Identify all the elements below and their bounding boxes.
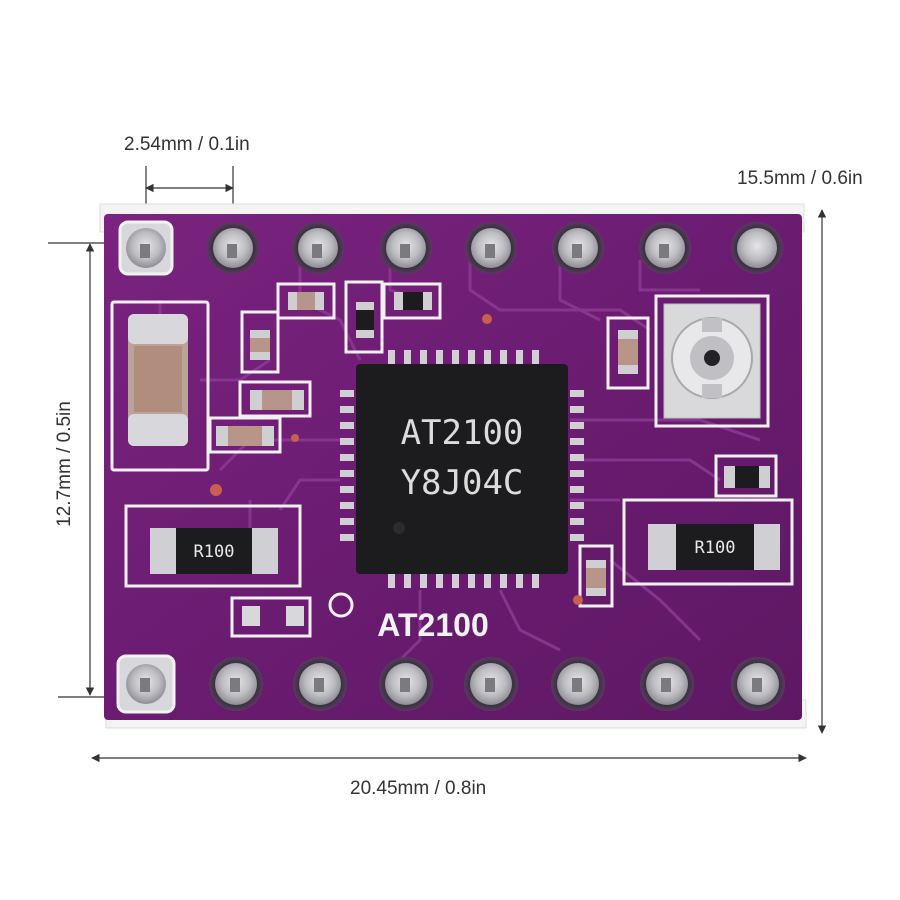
- ic-body: [356, 364, 568, 574]
- sense-resistor-right: R100: [648, 524, 780, 570]
- ic-marking-line1: AT2100: [401, 413, 524, 453]
- dimension-lines: [48, 166, 827, 763]
- sense-resistor-left: R100: [150, 528, 278, 574]
- electrolytic-capacitor: [128, 314, 188, 446]
- board-width-label: 20.45mm / 0.8in: [350, 778, 487, 799]
- ic-pins: [340, 350, 584, 588]
- silkscreen-outlines: [110, 280, 794, 638]
- row-spacing-label: 12.7mm / 0.5in: [54, 401, 75, 527]
- resistor-left-marking: R100: [194, 542, 235, 562]
- ic-marking-line2: Y8J04C: [401, 463, 524, 503]
- pin-pitch-label: 2.54mm / 0.1in: [124, 134, 250, 155]
- smd-components: [210, 292, 770, 626]
- top-pin-row: [118, 220, 783, 276]
- resistor-right-marking: R100: [695, 538, 736, 558]
- pcb-board: AT2100 Y8J04C R100 R100 AT2100: [99, 203, 807, 729]
- ic-pin1-dot: [393, 522, 405, 534]
- silkscreen-marker-circle: [328, 592, 354, 618]
- main-ic: AT2100 Y8J04C: [340, 350, 584, 588]
- pcb-traces: [158, 260, 761, 662]
- board-height-label: 15.5mm / 0.6in: [737, 168, 863, 189]
- silkscreen-label: AT2100: [377, 607, 488, 643]
- bottom-pin-row: [116, 654, 785, 714]
- potentiometer: [663, 303, 761, 419]
